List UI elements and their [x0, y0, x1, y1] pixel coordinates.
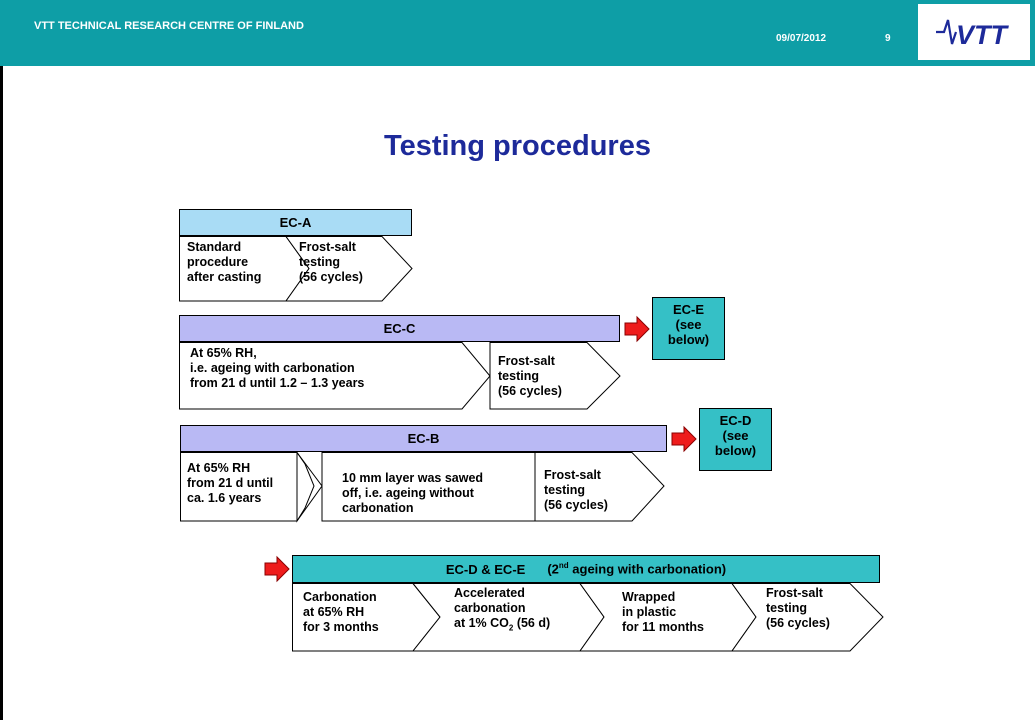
ec-c-step1-shape [179, 342, 491, 410]
organization-name: VTT TECHNICAL RESEARCH CENTRE OF FINLAND [34, 20, 304, 32]
header-bar: VTT TECHNICAL RESEARCH CENTRE OF FINLAND… [0, 0, 1035, 66]
ec-de-step4-shape [731, 583, 884, 652]
ec-de-bar: EC-D & EC-E (2nd ageing with carbonation… [292, 555, 880, 583]
ec-b-step3-shape [534, 452, 665, 522]
logo-text: VTT [956, 20, 1010, 50]
ec-de-flow [292, 583, 884, 652]
ec-a-flow [179, 236, 413, 302]
ec-b-step1-shape [180, 452, 323, 522]
ec-c-next-arrow [624, 315, 650, 343]
ec-de-entry-arrow [264, 555, 290, 583]
slide-title: Testing procedures [384, 130, 651, 162]
ec-b-flow [180, 450, 665, 523]
ec-c-flow [179, 342, 621, 410]
ec-c-step2-shape [489, 342, 621, 410]
slide-left-border [0, 66, 3, 720]
vtt-logo-icon: VTT [936, 19, 1010, 50]
ec-b-next-arrow [671, 425, 697, 453]
ec-de-note: (2nd ageing with carbonation) [547, 561, 727, 577]
ec-a-bar: EC-A [179, 209, 412, 236]
ec-c-bar: EC-C [179, 315, 620, 342]
ec-b-step1-inner-chevron [296, 450, 315, 523]
page-number: 9 [885, 33, 891, 44]
ec-b-bar: EC-B [180, 425, 667, 452]
slide-date: 09/07/2012 [776, 33, 827, 44]
ec-de-label: EC-D & EC-E [445, 561, 526, 577]
vtt-logo: VTT [918, 4, 1030, 60]
ec-a-step2-shape [285, 236, 413, 302]
